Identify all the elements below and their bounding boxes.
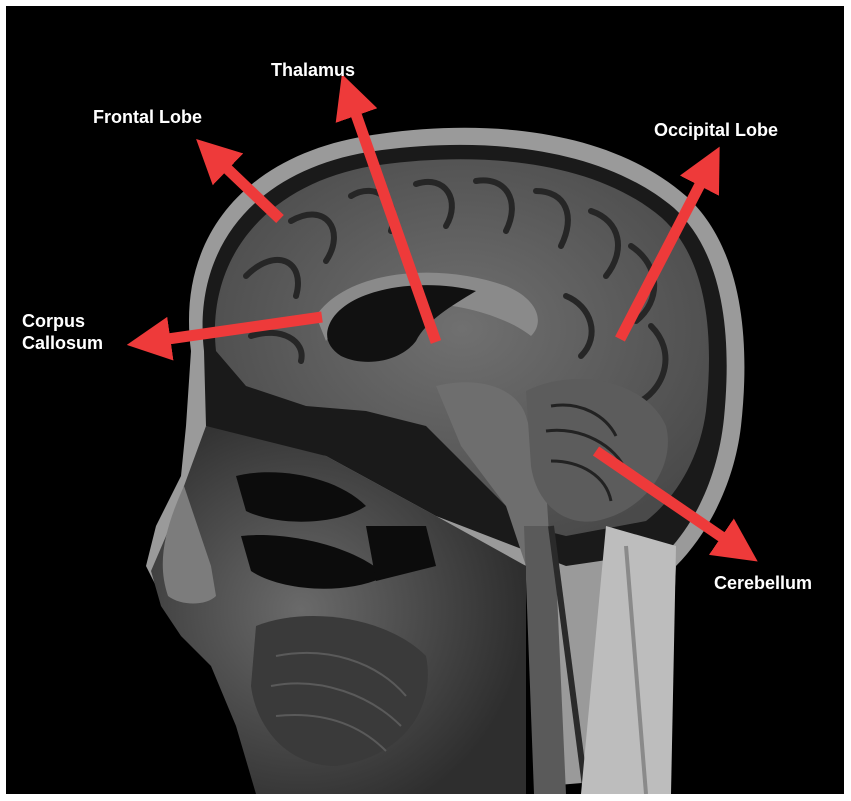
arrow-thalamus xyxy=(335,74,442,344)
sulci xyxy=(243,177,669,404)
mri-image-frame: Frontal Lobe Thalamus Occipital Lobe Cor… xyxy=(6,6,844,794)
arrow-corpus-callosum xyxy=(126,311,323,361)
label-corpus-callosum: Corpus Callosum xyxy=(22,310,103,354)
label-corpus-callosum-line1: Corpus xyxy=(22,311,85,331)
neck-tissue xyxy=(581,526,676,794)
label-occipital-lobe: Occipital Lobe xyxy=(654,120,779,140)
corpus-callosum xyxy=(316,272,538,341)
label-cerebellum: Cerebellum xyxy=(714,573,813,593)
spinal-cord xyxy=(524,526,566,794)
label-thalamus: Thalamus xyxy=(271,60,356,80)
nose xyxy=(162,486,216,604)
sinus-cavities xyxy=(236,472,436,589)
arrow-frontal-lobe xyxy=(196,139,284,223)
label-frontal-lobe: Frontal Lobe xyxy=(93,107,202,127)
sagittal-mri-scan xyxy=(126,74,758,794)
lateral-ventricle xyxy=(327,285,476,362)
arrow-occipital-lobe xyxy=(615,146,720,342)
brainstem xyxy=(436,382,551,566)
arrow-cerebellum xyxy=(592,446,758,562)
face-region xyxy=(151,426,526,794)
annotation-arrows xyxy=(126,74,758,562)
label-corpus-callosum-line2: Callosum xyxy=(22,333,104,353)
